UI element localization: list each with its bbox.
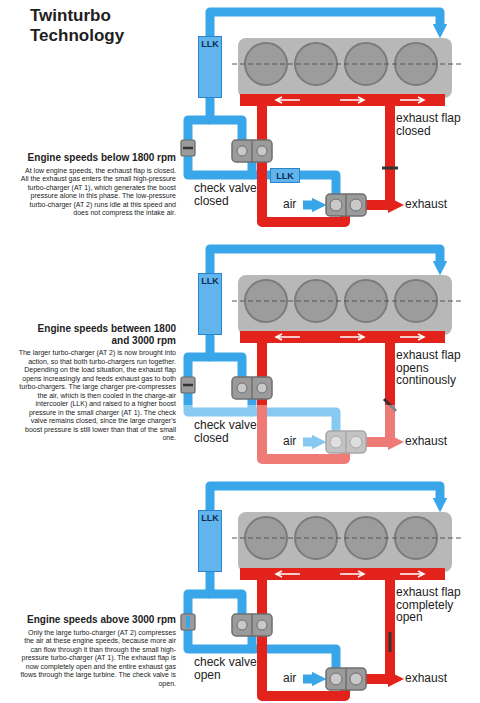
callout-label: check valve closed: [194, 419, 258, 444]
node-label: LLK: [201, 277, 219, 286]
valve-disc: [183, 147, 193, 150]
callout-label: exhaust flap closed: [396, 112, 476, 137]
callout-label: air: [283, 435, 307, 448]
intercooler-box: LLK: [198, 510, 222, 572]
phase-description: Only the large turbo-charger (AT 2) comp…: [18, 629, 176, 689]
node-label: LLK: [276, 172, 294, 181]
exhaust-flap: [382, 167, 398, 170]
exhaust-flap: [389, 632, 392, 652]
faded-area: [180, 405, 480, 469]
callout-label: check valve closed: [194, 182, 258, 207]
title: Twinturbo Technology: [30, 6, 165, 45]
callout-label: air: [283, 672, 307, 685]
callout-label: exhaust: [405, 435, 469, 448]
phase-heading: Engine speeds below 1800 rpm: [18, 152, 176, 164]
node-label: LLK: [201, 40, 219, 49]
phase-description: At low engine speeds, the exhaust flap i…: [18, 167, 176, 218]
intercooler-box: LLK: [198, 36, 222, 98]
phase-heading: Engine speeds above 3000 rpm: [18, 614, 176, 626]
phase-mid: [180, 249, 480, 469]
callout-label: air: [283, 198, 307, 211]
callout-label: exhaust flap opens continously: [396, 349, 476, 387]
phase-description: The larger turbo-charger (AT 2) is now b…: [18, 349, 176, 443]
phase-heading: Engine speeds between 1800 and 3000 rpm: [18, 323, 176, 346]
callout-label: exhaust flap completely open: [396, 586, 476, 624]
intercooler-box: LLK: [270, 168, 300, 183]
callout-label: check valve open: [194, 656, 258, 681]
intercooler-box: LLK: [198, 273, 222, 335]
node-label: LLK: [201, 514, 219, 523]
callout-label: exhaust: [405, 198, 469, 211]
callout-label: exhaust: [405, 672, 469, 685]
valve-disc: [183, 384, 193, 387]
valve-passage: [186, 616, 190, 628]
